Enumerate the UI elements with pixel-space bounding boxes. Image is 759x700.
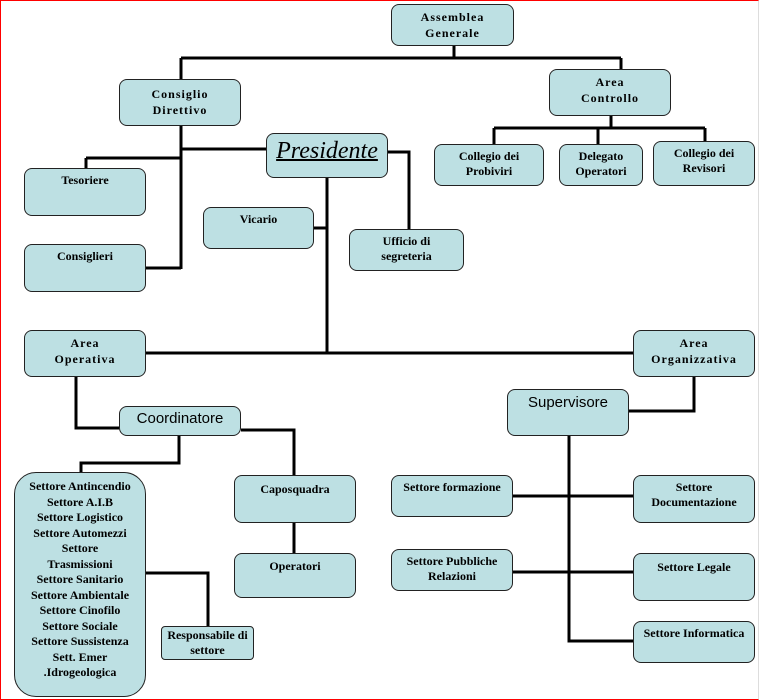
node-vicario: Vicario (203, 207, 314, 249)
node-tesoriere: Tesoriere (24, 168, 146, 216)
node-responsabile-settore: Responsabile di settore (161, 626, 254, 660)
node-area-organizzativa: Area Organizzativa (633, 330, 755, 377)
node-settore-formazione: Settore formazione (391, 475, 513, 517)
node-settore-informatica: Settore Informatica (633, 621, 755, 663)
node-collegio-revisori: Collegio dei Revisori (653, 141, 755, 186)
node-presidente: Presidente (266, 133, 388, 178)
node-ufficio-segreteria: Ufficio di segreteria (349, 229, 464, 271)
node-area-controllo: Area Controllo (549, 69, 671, 116)
node-consiglieri: Consiglieri (24, 244, 146, 292)
node-coordinatore: Coordinatore (119, 406, 241, 436)
node-delegato-operatori: Delegato Operatori (559, 144, 643, 186)
node-settori-operativi: Settore Antincendio Settore A.I.B Settor… (14, 472, 146, 697)
node-settore-documentazione: Settore Documentazione (633, 475, 755, 523)
node-supervisore: Supervisore (507, 389, 629, 436)
node-assemblea-generale: Assemblea Generale (391, 4, 514, 46)
node-settore-legale: Settore Legale (633, 553, 755, 601)
node-collegio-probiviri: Collegio dei Probiviri (434, 144, 544, 186)
node-caposquadra: Caposquadra (234, 475, 356, 523)
node-consiglio-direttivo: Consiglio Direttivo (119, 79, 241, 126)
node-settore-pubbliche-relazioni: Settore Pubbliche Relazioni (391, 549, 513, 591)
node-area-operativa: Area Operativa (24, 330, 146, 377)
node-operatori: Operatori (234, 553, 356, 598)
